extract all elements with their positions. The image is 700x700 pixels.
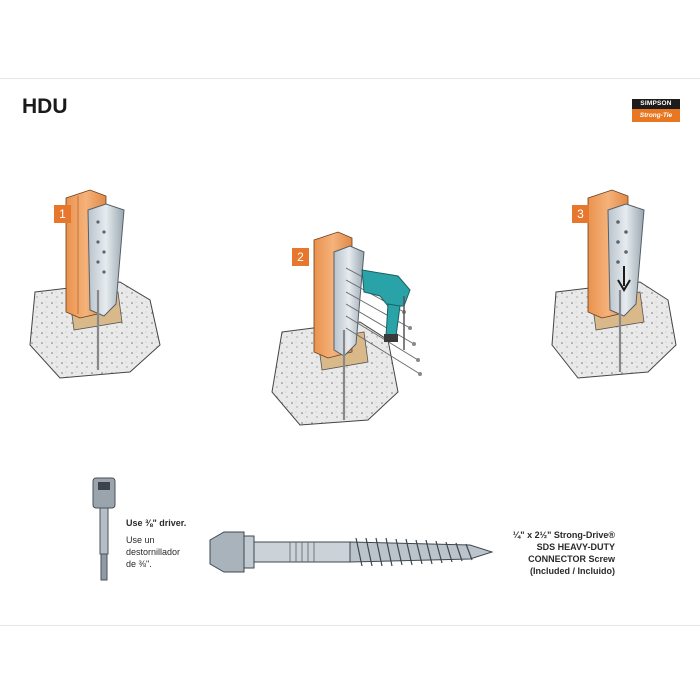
hdu-holdown-3 xyxy=(607,203,645,317)
driver-bit-icon xyxy=(92,477,116,581)
drill-icon xyxy=(361,269,411,350)
step-1-illustration xyxy=(29,189,161,379)
page-title: HDU xyxy=(22,95,68,118)
step-badge-2: 2 xyxy=(292,248,309,266)
screw-label-1: ¼" x 2½" Strong-Drive® xyxy=(512,530,615,540)
driver-label-es-1: Use un xyxy=(126,535,155,545)
step-3-illustration xyxy=(551,189,677,379)
down-arrow-icon xyxy=(617,266,631,292)
simpson-strong-tie-logo: SIMPSON Strong-Tie xyxy=(632,99,680,122)
concrete-foundation-3 xyxy=(551,281,677,379)
driver-label-es-2: destornillador xyxy=(126,547,181,557)
sds-screw-icon xyxy=(209,531,494,573)
step-badge-1: 1 xyxy=(54,205,71,223)
screw-holes-1 xyxy=(96,220,106,274)
hdu-holdown-1 xyxy=(87,203,125,317)
screw-label-4: (Included / Incluido) xyxy=(530,566,615,576)
screw-label-3: CONNECTOR Screw xyxy=(528,554,615,564)
driver-label-en: Use ⅜" driver. xyxy=(126,518,187,528)
logo-simpson: SIMPSON xyxy=(632,99,680,109)
screws-installed-3 xyxy=(616,220,628,264)
screw-label-2: SDS HEAVY-DUTY xyxy=(536,542,615,552)
step-2-illustration xyxy=(271,231,422,426)
driver-label-es-3: de ⅜". xyxy=(126,559,152,569)
concrete-foundation-1 xyxy=(29,281,161,379)
step-badge-3: 3 xyxy=(572,205,589,223)
logo-strong-tie: Strong-Tie xyxy=(632,109,680,122)
